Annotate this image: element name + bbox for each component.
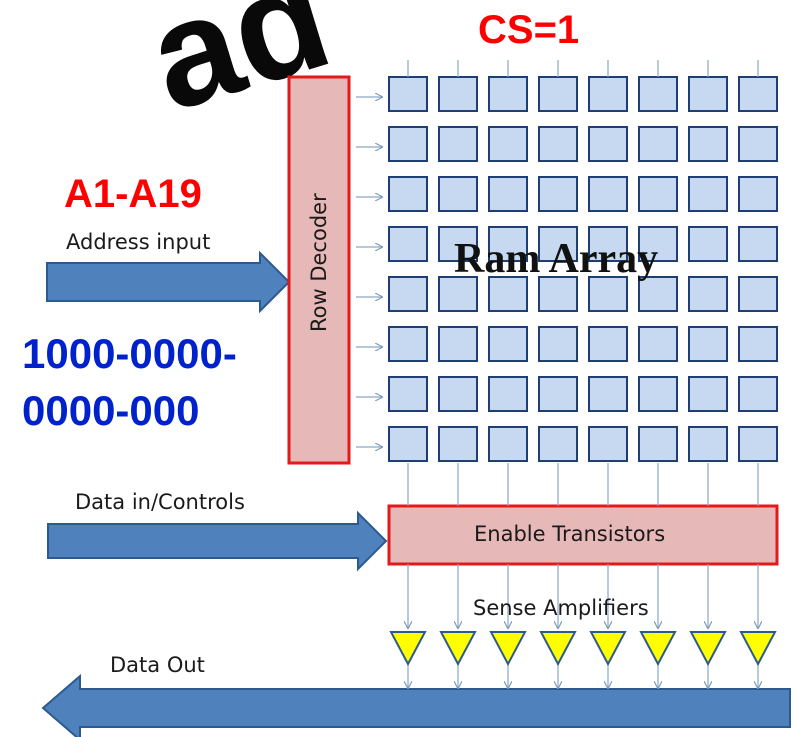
ram-cell: [638, 326, 678, 362]
sense-amplifier: [639, 631, 677, 667]
sense-amplifier: [539, 631, 577, 667]
ram-cell: [488, 226, 528, 262]
sense-amplifier: [739, 631, 777, 667]
ram-cell: [688, 76, 728, 112]
ram-cell: [688, 426, 728, 462]
ram-cell: [538, 226, 578, 262]
ram-cell: [488, 276, 528, 312]
ram-cell: [738, 376, 778, 412]
ram-cell: [438, 426, 478, 462]
ram-cell: [588, 176, 628, 212]
sense-amplifier: [389, 631, 427, 667]
ram-cell: [738, 276, 778, 312]
ram-cell: [538, 176, 578, 212]
ram-cell: [488, 376, 528, 412]
sense-amplifier: [439, 631, 477, 667]
ram-cell: [438, 126, 478, 162]
ram-cell: [688, 326, 728, 362]
ram-cell-grid: [388, 76, 778, 462]
ram-cell: [388, 276, 428, 312]
address-value-line2: 0000-000: [22, 387, 200, 434]
address-input-label: Address input: [66, 230, 211, 254]
ram-cell: [488, 426, 528, 462]
ram-cell: [388, 326, 428, 362]
ram-cell: [388, 226, 428, 262]
data-in-arrow: [47, 510, 388, 572]
sense-amplifier: [589, 631, 627, 667]
ram-cell: [588, 326, 628, 362]
ram-cell: [538, 126, 578, 162]
ram-cell: [438, 326, 478, 362]
ram-cell: [588, 76, 628, 112]
ram-cell: [688, 376, 728, 412]
ram-cell: [538, 376, 578, 412]
sense-amplifiers-label: Sense Amplifiers: [473, 596, 649, 620]
ram-cell: [738, 326, 778, 362]
enable-transistors-box: [387, 504, 779, 566]
ram-cell: [688, 276, 728, 312]
ram-cell: [738, 426, 778, 462]
ram-cell: [638, 426, 678, 462]
chip-select-label: CS=1: [478, 8, 580, 52]
row-select-arrows: [356, 97, 382, 447]
enable-transistors-label: Enable Transistors: [474, 522, 666, 546]
ram-cell: [538, 76, 578, 112]
ram-cell: [588, 126, 628, 162]
address-value-line1: 1000-0000-: [22, 330, 237, 377]
sense-amplifier: [689, 631, 727, 667]
sense-amplifier: [489, 631, 527, 667]
ram-cell: [488, 76, 528, 112]
address-input-arrow: [46, 250, 291, 314]
ram-cell: [388, 76, 428, 112]
ram-cell: [588, 376, 628, 412]
ram-cell: [438, 276, 478, 312]
ram-cell: [438, 376, 478, 412]
ram-cell: [688, 176, 728, 212]
ram-cell: [438, 76, 478, 112]
ram-cell: [738, 126, 778, 162]
ram-cell: [388, 426, 428, 462]
data-out-label: Data Out: [110, 653, 205, 677]
ram-array-label: Ram Array: [454, 236, 659, 282]
sense-amplifiers: [389, 631, 777, 667]
ram-cell: [738, 176, 778, 212]
ram-cell: [488, 126, 528, 162]
ram-cell: [388, 376, 428, 412]
ram-cell: [638, 376, 678, 412]
data-in-label: Data in/Controls: [75, 490, 245, 514]
ram-cell: [688, 126, 728, 162]
ram-cell: [538, 426, 578, 462]
ram-cell: [488, 176, 528, 212]
ram-cell: [638, 226, 678, 262]
ram-cell: [438, 176, 478, 212]
data-out-arrow: [41, 673, 791, 737]
ram-cell: [638, 176, 678, 212]
ram-cell: [588, 226, 628, 262]
ram-cell: [538, 276, 578, 312]
ram-cell: [388, 126, 428, 162]
row-decoder-label: Row Decoder: [307, 193, 331, 332]
ram-cell: [588, 426, 628, 462]
ram-cell: [588, 276, 628, 312]
ram-cell: [638, 76, 678, 112]
ram-cell: [388, 176, 428, 212]
address-lines-label: A1-A19: [64, 172, 202, 216]
ram-cell: [688, 226, 728, 262]
ram-cell: [638, 276, 678, 312]
ram-cell: [488, 326, 528, 362]
row-decoder-box: [287, 75, 351, 465]
ram-cell: [538, 326, 578, 362]
ram-cell: [738, 76, 778, 112]
ram-cell: [738, 226, 778, 262]
ram-cell: [438, 226, 478, 262]
ram-cell: [638, 126, 678, 162]
